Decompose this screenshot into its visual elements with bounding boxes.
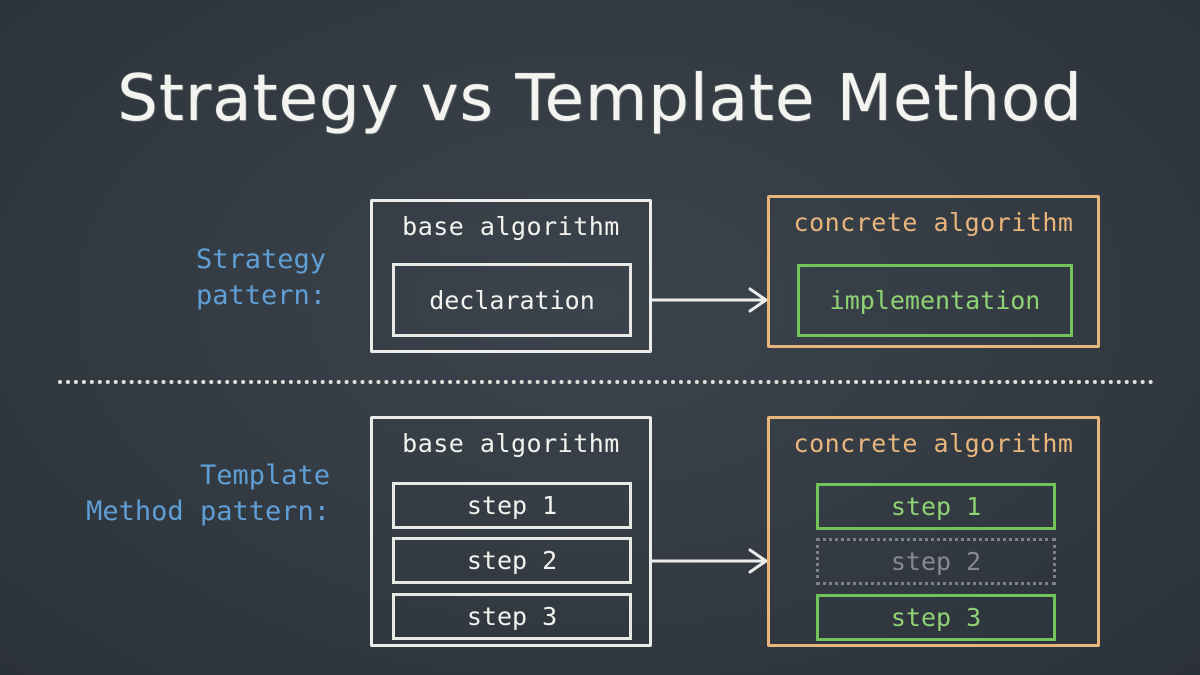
template-base-algorithm-box: base algorithm step 1 step 2 step 3: [370, 416, 652, 647]
strategy-implementation-box: implementation: [797, 264, 1073, 337]
strategy-arrow-icon: [650, 287, 768, 313]
strategy-concrete-algorithm-title: concrete algorithm: [793, 208, 1074, 237]
strategy-base-algorithm-title: base algorithm: [402, 212, 620, 241]
strategy-label-line1: Strategy: [195, 244, 326, 275]
template-arrow-icon: [650, 548, 768, 574]
strategy-pattern-label: Strategy pattern:: [130, 242, 326, 314]
template-concrete-algorithm-box: concrete algorithm step 1 step 2 step 3: [767, 416, 1100, 647]
strategy-base-algorithm-box: base algorithm declaration: [370, 199, 652, 353]
template-concrete-step-1: step 1: [816, 483, 1056, 530]
template-concrete-step-3: step 3: [816, 594, 1056, 641]
template-concrete-algorithm-title: concrete algorithm: [793, 429, 1074, 458]
template-method-pattern-label: Template Method pattern:: [60, 458, 330, 530]
template-base-step-2: step 2: [392, 537, 632, 584]
template-label-line2: Method pattern:: [86, 496, 330, 527]
strategy-concrete-algorithm-box: concrete algorithm implementation: [767, 195, 1100, 348]
template-label-line1: Template: [199, 460, 330, 491]
strategy-declaration-box: declaration: [392, 263, 632, 337]
template-concrete-step-2-omitted: step 2: [816, 538, 1056, 585]
strategy-label-line2: pattern:: [195, 280, 326, 311]
template-base-step-3: step 3: [392, 593, 632, 640]
section-divider: [58, 380, 1154, 384]
template-base-step-1: step 1: [392, 482, 632, 529]
template-base-algorithm-title: base algorithm: [402, 429, 620, 458]
slide-title: Strategy vs Template Method: [117, 62, 1083, 136]
